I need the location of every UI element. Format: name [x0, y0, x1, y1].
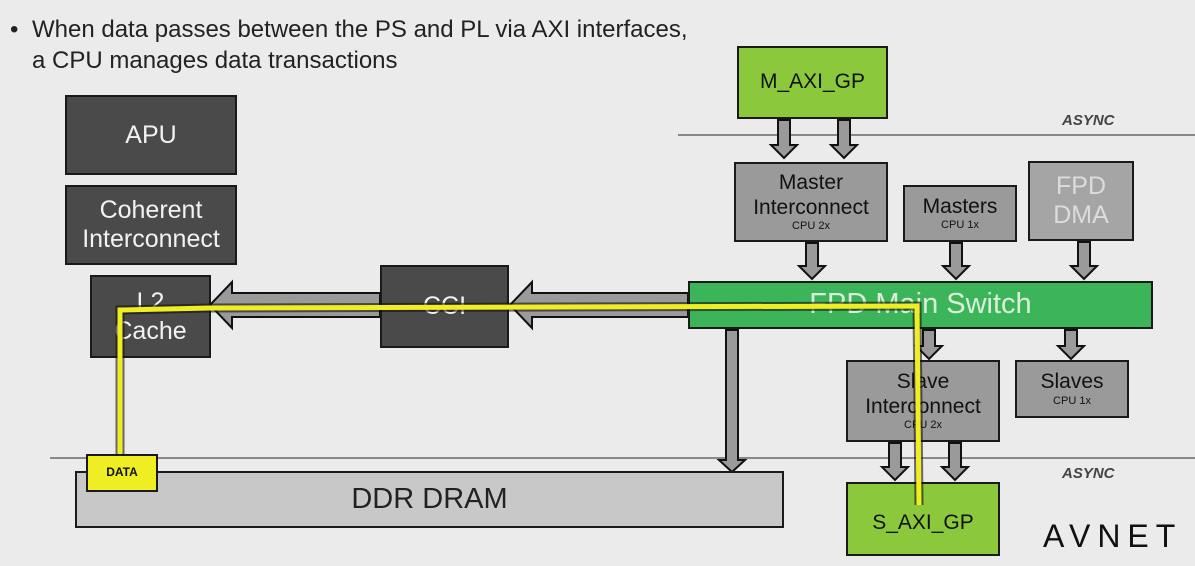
- async-divider-top: [678, 134, 1195, 136]
- coherent-interconnect-block: Coherent Interconnect: [65, 185, 237, 265]
- arrow-master-ic-to-switch: [796, 242, 828, 281]
- fpd-dma-block: FPD DMA: [1028, 161, 1134, 241]
- slaves-block: Slaves CPU 1x: [1015, 360, 1129, 418]
- slaves-title: Slaves: [1040, 370, 1104, 394]
- l2-cache-block: L2 Cache: [90, 275, 211, 358]
- master-interconnect-block: Master Interconnect CPU 2x: [734, 162, 888, 242]
- arrow-switch-to-slaves: [1055, 329, 1087, 361]
- arrow-m-axi-1: [768, 119, 800, 160]
- apu-block: APU: [65, 95, 237, 175]
- slave-interconnect-block: Slave Interconnect CPU 2x: [846, 360, 1000, 442]
- bullet-text: When data passes between the PS and PL v…: [32, 16, 688, 74]
- masters-clock: CPU 1x: [941, 219, 979, 232]
- arrow-masters-to-switch: [940, 242, 972, 281]
- slaves-clock: CPU 1x: [1053, 394, 1091, 407]
- masters-block: Masters CPU 1x: [903, 185, 1017, 242]
- async-label-top: ASYNC: [1062, 112, 1115, 129]
- avnet-logo: AVNET: [1043, 518, 1183, 554]
- arrow-slave-ic-2: [939, 442, 971, 482]
- async-label-bottom: ASYNC: [1062, 465, 1115, 482]
- arrow-m-axi-2: [828, 119, 860, 160]
- arrow-dma-to-switch: [1068, 241, 1100, 281]
- slave-interconnect-clock: CPU 2x: [904, 418, 942, 431]
- slave-interconnect-title: Slave Interconnect: [865, 370, 981, 418]
- arrow-switch-to-ddr: [716, 329, 748, 474]
- async-divider-bottom: [50, 457, 1195, 459]
- data-path-highlight: [117, 303, 922, 506]
- m-axi-gp-port: M_AXI_GP: [737, 46, 888, 119]
- data-path-line: [115, 301, 924, 506]
- data-tag: DATA: [86, 454, 158, 492]
- masters-title: Masters: [922, 194, 998, 218]
- arrow-slave-ic-1: [879, 442, 911, 482]
- ddr-dram-block: DDR DRAM: [75, 471, 784, 528]
- bullet-dot: •: [10, 16, 19, 43]
- bullet-point: • When data passes between the PS and PL…: [10, 14, 692, 76]
- master-interconnect-title: Master Interconnect: [753, 171, 869, 219]
- master-interconnect-clock: CPU 2x: [792, 219, 830, 232]
